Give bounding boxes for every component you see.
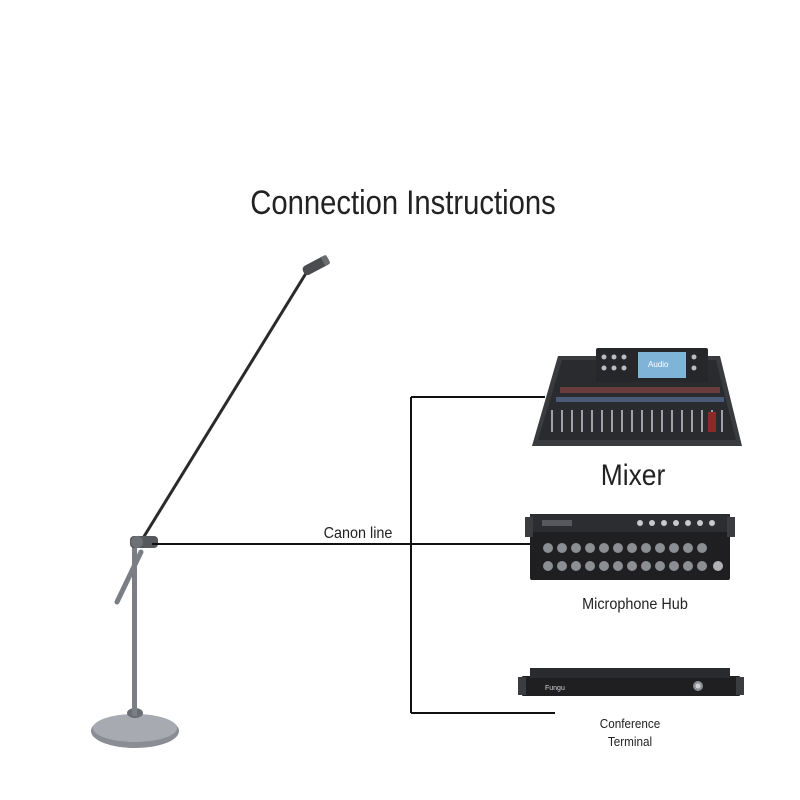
mixer-screen <box>638 352 686 378</box>
conference-terminal-label: Conference Terminal <box>576 715 684 751</box>
rack-microphone-hub-icon <box>525 514 735 580</box>
connection-lines <box>152 396 555 714</box>
conference-terminal-label-line2: Terminal <box>607 734 653 749</box>
rack-conference-terminal-icon: Fungu <box>518 668 744 696</box>
stand-lower-arm <box>114 549 144 605</box>
mixer-screen-text: Audio <box>648 360 669 369</box>
digital-mixer-console-icon: Audio <box>532 348 742 446</box>
stand-pole <box>132 546 137 716</box>
terminal-brand-text: Fungu <box>545 685 565 692</box>
mixer-label: Mixer <box>600 459 666 492</box>
conference-terminal-label-line1: Conference <box>599 716 661 731</box>
floor-stand-microphone-icon <box>91 255 330 748</box>
microphone-hub-label: Microphone Hub <box>582 596 688 613</box>
page-title: Connection Instructions <box>250 184 556 222</box>
canon-line-label: Canon line <box>322 525 394 543</box>
boom-arm <box>138 269 310 544</box>
